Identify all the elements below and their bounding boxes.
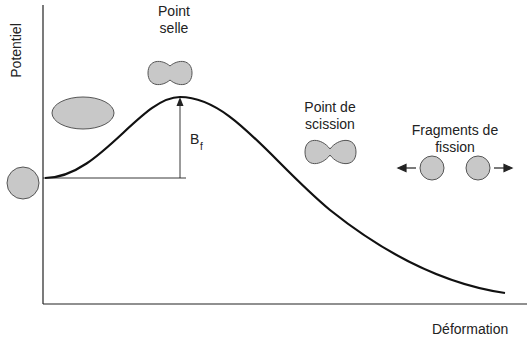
point-label: Point de scission [295,99,365,133]
arrow-head [398,165,406,172]
barrier-subscript: f [200,138,203,155]
axis-title: Potentiel [8,23,25,77]
fragment-circle [466,156,490,180]
ellipsoid-shape [52,97,114,129]
y-axis [42,5,43,304]
barrier-symbol: B [190,131,199,148]
point-label: Fragments de fission [405,122,505,156]
barrier-arrow [180,104,181,178]
potential-curve [45,97,505,293]
baseline-line [43,178,186,179]
x-axis [43,303,527,304]
scission-shape [305,140,356,163]
point-label: Point selle [144,3,204,37]
fragment-circle [420,156,444,180]
axis-title: Déformation [432,321,508,338]
sphere-shape [7,167,39,199]
arrow-head [504,165,512,172]
saddle-shape [148,61,192,84]
arrow-head [177,97,184,106]
